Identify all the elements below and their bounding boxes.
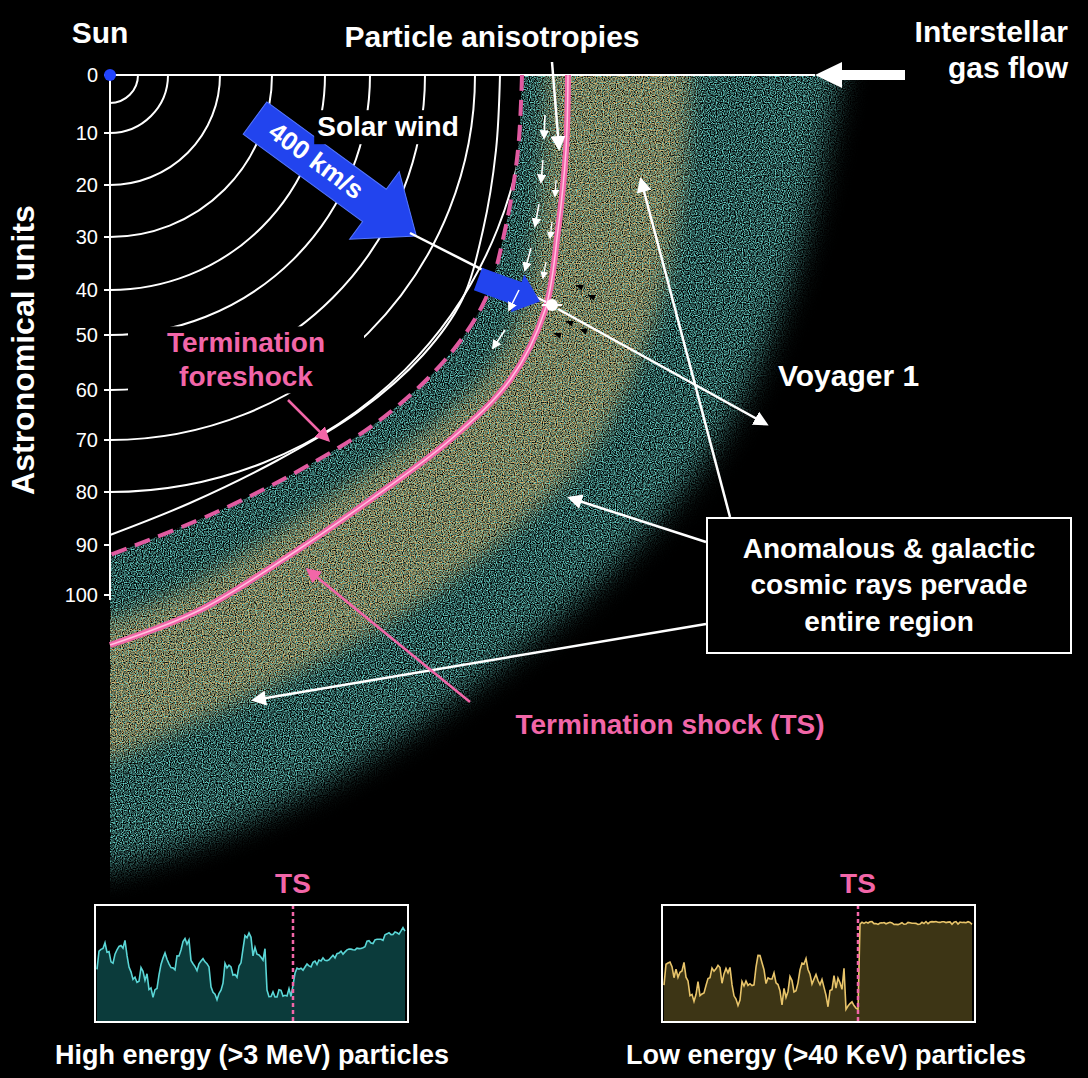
particle-direction-mark	[578, 326, 588, 334]
axis-number: 30	[73, 225, 101, 249]
cosmic-ray-leader	[570, 498, 706, 542]
shock-leader	[308, 570, 470, 702]
flow-label: Interstellar gas flow	[868, 14, 1068, 86]
particle-direction-mark	[552, 330, 562, 338]
anisotropy-leader	[552, 62, 559, 148]
axis-title: Astronomical units	[4, 205, 42, 495]
spacecraft-boom	[542, 304, 562, 306]
chart-caption: Low energy (>40 KeV) particles	[626, 1039, 1026, 1071]
chart-marker-label: TS	[275, 867, 311, 901]
axis-tick	[104, 184, 110, 186]
axis-tick	[104, 439, 110, 441]
chart-ground	[662, 905, 975, 1022]
axis-number: 0	[84, 63, 101, 87]
voyager-leader	[558, 309, 766, 424]
boundary-label: Termination foreshock	[128, 326, 364, 393]
axis-number: 10	[73, 121, 101, 145]
particle-direction-mark	[574, 282, 584, 290]
note-box: Anomalous & galactic cosmic rays pervade…	[706, 517, 1072, 654]
anisotropy-arrow	[525, 248, 531, 270]
spacecraft-label: Voyager 1	[778, 358, 919, 394]
anisotropy-arrow	[550, 222, 552, 238]
axis-number: 60	[73, 378, 101, 402]
axis-tick	[104, 544, 110, 546]
wind-arrow-small	[471, 260, 547, 320]
axis-number: 80	[73, 480, 101, 504]
wind-arc	[110, 75, 325, 290]
callout-label: Particle anisotropies	[344, 19, 639, 55]
gas-flow-arrow	[815, 62, 905, 88]
anisotropy-arrow	[541, 160, 543, 182]
axis-tick	[104, 491, 110, 493]
foreshock-boundary	[110, 75, 522, 555]
wind-arc	[110, 75, 272, 237]
anisotropy-arrow	[555, 180, 556, 196]
axis-number: 100	[62, 583, 101, 607]
particle-direction-mark	[564, 318, 574, 326]
anisotropy-arrow	[543, 262, 546, 278]
anisotropy-arrow	[493, 330, 505, 348]
particle-direction-mark	[586, 292, 596, 300]
chart-line	[97, 928, 405, 1000]
axis-tick	[104, 594, 110, 596]
termination-shock-core	[110, 75, 568, 645]
chart-ground	[95, 905, 408, 1022]
chart-caption: High energy (>3 MeV) particles	[55, 1039, 449, 1071]
flow-axis	[110, 74, 815, 76]
cosmic-ray-leader	[254, 624, 706, 700]
foreshock-leader	[288, 400, 328, 440]
cosmic-ray-leader	[641, 180, 730, 517]
anisotropy-arrow	[535, 204, 539, 226]
axis-tick	[104, 236, 110, 238]
sun-label: Sun	[72, 15, 129, 51]
chart-frame	[95, 905, 408, 1022]
shock-marker-line	[857, 905, 860, 1022]
chart-frame	[662, 905, 975, 1022]
boundary-label: Termination shock (TS)	[515, 708, 824, 742]
axis-number: 90	[73, 533, 101, 557]
shock-marker-line	[292, 905, 295, 1022]
chart-area	[664, 922, 972, 1021]
distance-axis	[109, 75, 111, 600]
chart-marker-label: TS	[840, 867, 876, 901]
axis-tick	[104, 132, 110, 134]
axis-number: 70	[73, 428, 101, 452]
axis-number: 40	[73, 278, 101, 302]
anisotropy-arrow	[509, 290, 519, 310]
wind-arc	[110, 75, 220, 185]
chart-line	[664, 922, 972, 1010]
chart-area	[97, 928, 405, 1021]
wind-arc	[110, 75, 168, 133]
axis-number: 20	[73, 173, 101, 197]
axis-tick	[104, 389, 110, 391]
axis-tick	[104, 334, 110, 336]
axis-number: 50	[73, 323, 101, 347]
region-label: Solar wind	[314, 110, 462, 144]
termination-shock-line	[110, 75, 568, 645]
sun-dot	[104, 69, 116, 81]
axis-tick	[104, 289, 110, 291]
box-text: Anomalous & galactic cosmic rays pervade…	[718, 531, 1060, 640]
anisotropy-arrow	[544, 115, 545, 138]
